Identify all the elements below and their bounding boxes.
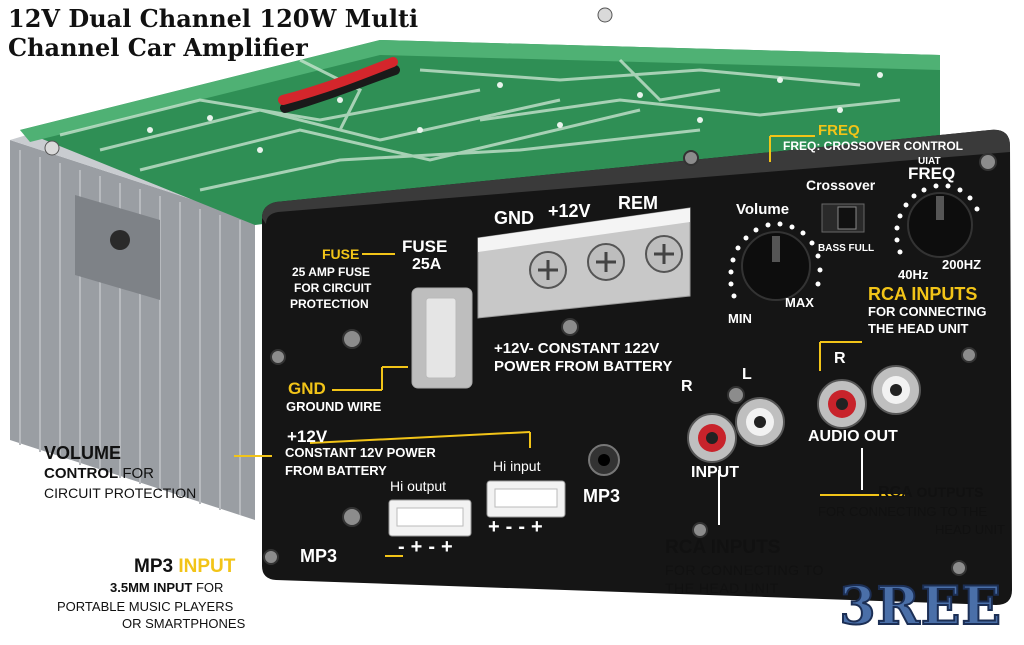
panel-gnd-label: GND (494, 208, 534, 228)
page-title: 12V Dual Channel 120W Multi Channel Car … (8, 4, 419, 62)
mp3-callout-title-b: INPUT (173, 556, 236, 577)
v12-callout-desc-2: FROM BATTERY (285, 463, 387, 478)
panel-40hz-label: 40Hz (898, 267, 929, 282)
panel-freq-label: FREQ (908, 164, 956, 183)
rca-outputs-desc-1: FOR CONNECTING TO THE (818, 504, 988, 519)
panel-volume-label: Volume (736, 201, 790, 218)
rca-inputs-bottom-title: RCA INPUTS (665, 537, 781, 558)
panel-min-label: MIN (728, 311, 752, 326)
freq-callout-desc-1: FREQ: CROSSOVER CONTROL (783, 139, 964, 153)
mp3-callout-desc-2: OR SMARTPHONES (122, 616, 246, 631)
hi-input-connector (486, 480, 566, 518)
mp3-callout-title-a: MP3 (134, 556, 174, 577)
rca-inputs-bottom-desc-1: FOR CONNECTING TO (665, 562, 824, 578)
gnd-callout-label: GND (288, 379, 326, 398)
freq-callout-title: FREQ (818, 122, 860, 139)
rca-outputs-desc-2: HEAD UNIT (935, 522, 1006, 537)
mp3-callout-sub-bold: 3.5MM INPUT (110, 580, 193, 595)
panel-mp3-jack-label: MP3 (583, 486, 621, 506)
fuse-holder (411, 287, 473, 389)
crossover-switch (821, 203, 865, 233)
panel-screws (263, 150, 997, 576)
volume-callout-title: VOLUME (44, 443, 122, 463)
circuit-board (20, 7, 940, 225)
panel-200hz-label: 200HZ (942, 257, 982, 272)
fuse-callout-label: FUSE (322, 246, 360, 262)
panel-input-l-label: L (742, 366, 752, 383)
volume-knob (728, 221, 823, 301)
callout-lines (309, 135, 862, 448)
rca-jack-input-r (687, 413, 737, 463)
panel-bass-full-label: BASS FULL (818, 243, 875, 254)
rca-outputs-title-b: OUTPUTS (912, 484, 984, 500)
panel-hi-input-label: Hi input (493, 458, 541, 474)
panel-input-label: INPUT (691, 464, 739, 481)
panel-power-note-2: POWER FROM BATTERY (494, 358, 673, 375)
front-panel (262, 129, 1012, 606)
panel-out-r-label: R (834, 350, 846, 367)
mp3-arrow-label: MP3 (300, 546, 338, 566)
panel-power-note-1: +12V- CONSTANT 122V (494, 340, 660, 357)
panel-fuse-rating: 25A (412, 256, 442, 273)
panel-hi-output-label: Hi output (390, 478, 447, 494)
mp3-callout-desc-1: PORTABLE MUSIC PLAYERS (57, 599, 234, 614)
fuse-callout-desc-1: 25 AMP FUSE (292, 265, 371, 279)
freq-knob (894, 183, 980, 258)
panel-hi-output-pins: -+-+ (398, 536, 459, 558)
mp3-callout-sub-rest: FOR (192, 580, 224, 595)
rca-outputs-title: RCA OUTPUTS (878, 484, 983, 502)
mp3-callout-title: MP3 INPUT (134, 556, 235, 578)
volume-callout-sub-bold: CONTROL (44, 465, 119, 482)
rca-outputs-title-a: RCA (878, 484, 913, 501)
brand-logo: 3REE (838, 575, 1002, 638)
rca-inputs-top-title: RCA INPUTS (868, 284, 978, 304)
rca-inputs-top-desc-2: THE HEAD UNIT (868, 321, 969, 336)
fuse-callout-desc-2: FOR CIRCUIT (294, 281, 372, 295)
terminal-block (477, 207, 691, 319)
hi-output-connector (388, 499, 472, 537)
volume-callout-sub-rest: FOR (118, 465, 155, 482)
panel-rem-label: REM (618, 193, 658, 213)
callout-lines-white (718, 448, 863, 525)
panel-max-label: MAX (785, 295, 814, 310)
fuse-callout-desc-3: PROTECTION (290, 297, 369, 311)
volume-callout-sub: CONTROL FOR (44, 465, 154, 482)
panel-12v-label: +12V (548, 201, 591, 221)
panel-fuse-label: FUSE (402, 237, 448, 256)
panel-audio-out-label: AUDIO OUT (808, 428, 898, 445)
rca-inputs-bottom-desc-2: THE HEAD UNIT (665, 580, 779, 596)
power-wires (278, 57, 400, 113)
rca-inputs-top-desc-1: FOR CONNECTING (868, 304, 987, 319)
callout-arrows (234, 253, 403, 557)
mp3-jack (588, 444, 620, 476)
rca-jack-out-l (871, 365, 921, 415)
panel-crossover-label: Crossover (806, 177, 876, 193)
panel-hi-input-pins: +--+ (488, 516, 549, 538)
volume-callout-desc: CIRCUIT PROTECTION (44, 485, 197, 501)
rca-jack-input-l (735, 397, 785, 447)
mp3-callout-sub: 3.5MM INPUT FOR (110, 580, 224, 596)
gnd-callout-desc: GROUND WIRE (286, 399, 382, 414)
rca-jack-out-r (817, 379, 867, 429)
v12-callout-desc-1: CONSTANT 12V POWER (285, 445, 436, 460)
panel-input-r-label: R (681, 378, 693, 395)
v12-callout-label: +12V (287, 427, 328, 446)
freq-callout-desc-2: UIAT (918, 156, 941, 167)
